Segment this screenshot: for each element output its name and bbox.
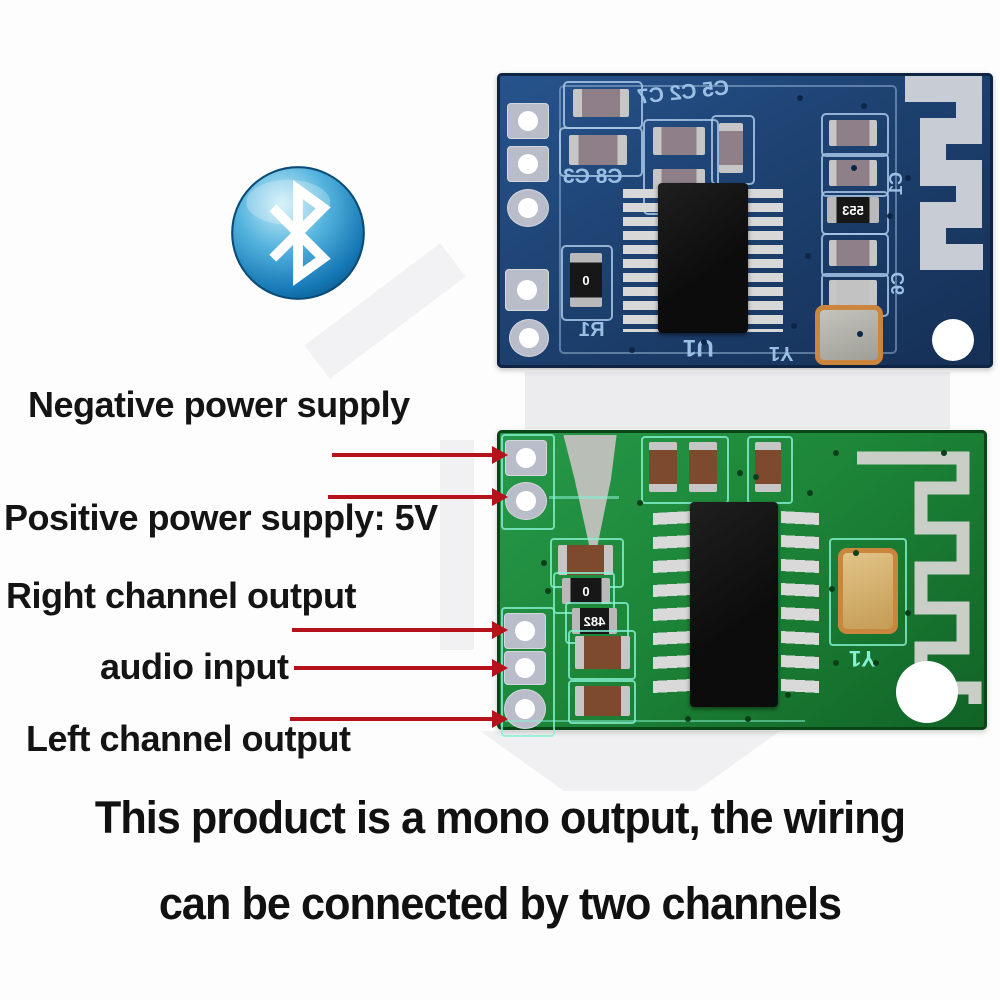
capacitor xyxy=(829,120,877,146)
label-right-channel: Right channel output xyxy=(6,575,356,616)
solder-pad xyxy=(505,269,549,311)
solder-pad xyxy=(507,189,549,227)
via-dot xyxy=(637,500,643,506)
solder-pad xyxy=(509,319,549,357)
capacitor xyxy=(829,280,877,306)
silkscreen-box xyxy=(561,245,613,321)
pad-hole xyxy=(515,699,535,719)
silkscreen-box xyxy=(568,680,636,724)
caption-line-2: can be connected by two channels xyxy=(158,878,842,929)
negative-supply-pad xyxy=(505,440,547,476)
silkscreen-ref: U1 xyxy=(683,334,714,361)
arrowhead-icon xyxy=(492,659,508,677)
amplifier-ic xyxy=(658,183,748,333)
positive-supply-pad xyxy=(505,482,547,520)
pad-hole xyxy=(515,621,535,641)
ic-pins-left xyxy=(623,189,659,332)
label-negative-supply: Negative power supply xyxy=(28,384,410,425)
label-left-channel: Left channel output xyxy=(26,718,351,759)
silkscreen-box xyxy=(641,436,729,504)
pad-hole xyxy=(515,658,535,678)
arrowhead-icon xyxy=(492,621,508,639)
ic-pins-right xyxy=(747,189,783,332)
pad-hole xyxy=(516,491,536,511)
capacitor xyxy=(829,240,877,266)
capacitor xyxy=(689,442,717,492)
silkscreen-box xyxy=(821,233,889,277)
pad-hole xyxy=(519,328,539,348)
amplifier-ic xyxy=(690,502,778,707)
label-audio-input: audio input xyxy=(100,646,289,687)
silkscreen-box xyxy=(821,113,889,157)
mounting-hole xyxy=(896,661,958,723)
capacitor xyxy=(653,127,705,155)
capacitor xyxy=(719,123,743,173)
bluetooth-icon xyxy=(231,166,365,300)
crystal-oscillator xyxy=(838,548,898,634)
watermark-shape xyxy=(440,440,474,650)
arrow-right-channel xyxy=(292,621,508,639)
arrow-positive-supply xyxy=(328,488,508,506)
pad-hole xyxy=(518,198,538,218)
silkscreen-box xyxy=(829,538,907,646)
jumper-resistor: 0 xyxy=(562,578,610,604)
antenna-trace xyxy=(905,76,983,270)
silkscreen-ref: C8 C3 xyxy=(563,165,623,188)
arrowhead-icon xyxy=(492,488,508,506)
arrow-negative-supply xyxy=(332,446,508,464)
copper-trace xyxy=(505,720,805,722)
crystal-oscillator xyxy=(815,305,883,365)
solder-pad xyxy=(507,146,549,182)
pad-hole xyxy=(517,280,537,300)
solder-pad xyxy=(507,103,549,139)
pad-hole xyxy=(518,111,538,131)
silkscreen-box xyxy=(821,153,889,197)
pad-hole xyxy=(516,448,536,468)
pad-hole xyxy=(518,154,538,174)
mounting-hole xyxy=(932,319,974,361)
capacitor xyxy=(829,160,877,186)
silkscreen-ref: Y1 xyxy=(769,342,794,364)
right-channel-pad xyxy=(504,613,546,649)
silkscreen-box xyxy=(559,127,643,177)
silkscreen-border xyxy=(559,85,897,354)
watermark-shape xyxy=(480,731,780,791)
label-positive-supply: Positive power supply: 5V xyxy=(4,497,438,538)
arrowhead-icon xyxy=(492,710,508,728)
silkscreen-box xyxy=(568,630,636,680)
arrow-left-channel xyxy=(290,710,508,728)
capacitor xyxy=(573,89,629,117)
blue-pcb-module: C8 C3 C5 C2 C7 553 C1 C6 0 R1 U1 Y1 xyxy=(497,73,993,368)
jumper-resistor: 0 xyxy=(570,253,602,307)
audio-input-pad xyxy=(504,651,546,685)
silkscreen-box xyxy=(501,434,555,530)
capacitor xyxy=(649,442,677,492)
watermark-shape xyxy=(525,372,950,429)
capacitor xyxy=(558,545,613,575)
resistor-553: 553 xyxy=(827,197,879,223)
arrow-audio-input xyxy=(294,659,508,677)
green-pcb-module: 0 482 Y1 xyxy=(497,430,987,737)
capacitor xyxy=(569,135,627,165)
capacitor xyxy=(575,636,630,669)
arrowhead-icon xyxy=(492,446,508,464)
caption-line-1: This product is a mono output, the wirin… xyxy=(94,792,906,843)
capacitor xyxy=(755,442,781,492)
via-dot xyxy=(797,95,803,101)
capacitor xyxy=(575,686,630,716)
silkscreen-ref: R1 xyxy=(579,319,605,341)
ic-pins-left xyxy=(653,511,691,703)
ic-pins-right xyxy=(781,511,819,703)
left-channel-pad xyxy=(504,689,546,729)
copper-trace xyxy=(549,496,619,499)
